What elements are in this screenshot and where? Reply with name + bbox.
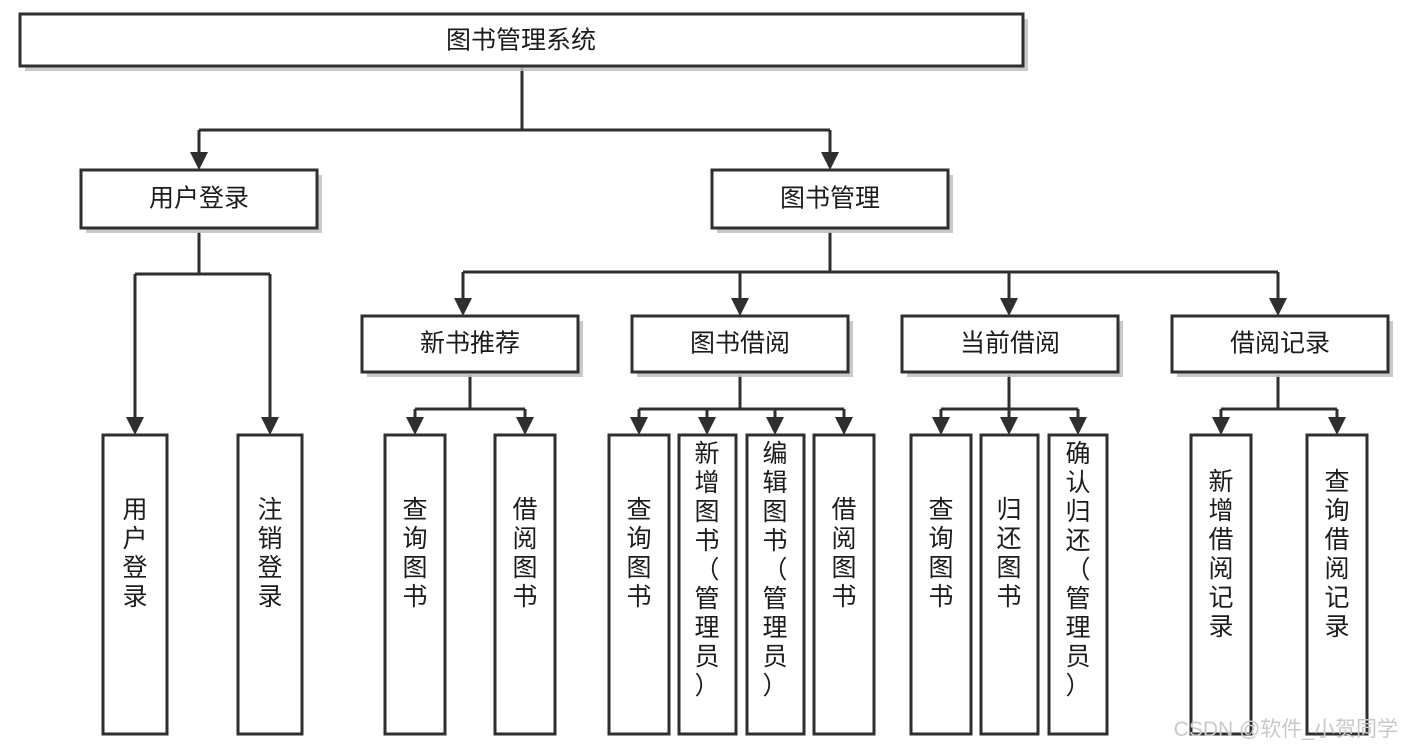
node-user-login-label: 用户登录	[149, 185, 249, 213]
node-leaf-rec-query-label: 查询图书	[402, 496, 427, 611]
node-leaf-borrow-lend-label: 借阅图书	[831, 496, 856, 611]
node-rect	[18, 12, 1025, 68]
node-user-login[interactable]: 用户登录	[79, 168, 322, 233]
node-rect	[630, 314, 850, 374]
node-rect	[1047, 433, 1109, 736]
node-rect	[79, 168, 319, 230]
node-leaf-rec-query[interactable]: 查询图书	[383, 433, 447, 736]
node-root[interactable]: 图书管理系统	[18, 12, 1028, 71]
node-leaf-cur-query-label: 查询图书	[928, 496, 953, 611]
node-book-borrow-label: 图书借阅	[690, 330, 790, 358]
node-leaf-rec-query2[interactable]: 查询借阅记录	[1305, 433, 1369, 736]
arrow-head-icon	[1212, 417, 1230, 435]
arrow-head-icon	[1269, 298, 1287, 316]
arrow-head-icon	[406, 417, 424, 435]
node-borrow-record[interactable]: 借阅记录	[1170, 314, 1393, 377]
node-leaf-borrow-edit[interactable]: 编辑图书（管理员）	[745, 433, 806, 736]
node-leaf-cur-confirm-label: 确认归还（管理员）	[1065, 440, 1090, 700]
node-current-borrow[interactable]: 当前借阅	[900, 314, 1123, 377]
node-leaf-borrow-query[interactable]: 查询图书	[607, 433, 671, 736]
node-leaf-rec-borrow[interactable]: 借阅图书	[493, 433, 557, 736]
arrow-head-icon	[261, 417, 279, 435]
node-leaf-rec-borrow-label: 借阅图书	[512, 496, 537, 611]
node-book-manage-label: 图书管理	[780, 185, 880, 213]
node-rect	[745, 433, 806, 736]
arrow-head-icon	[1069, 417, 1087, 435]
node-rect	[101, 433, 169, 736]
node-leaf-rec-add[interactable]: 新增借阅记录	[1189, 433, 1253, 736]
node-leaf-cur-query[interactable]: 查询图书	[909, 433, 973, 736]
node-leaf-rec-add-label: 新增借阅记录	[1208, 468, 1233, 641]
arrow-head-icon	[698, 417, 716, 435]
arrow-head-icon	[821, 152, 839, 170]
node-leaf-user-logout[interactable]: 注销登录	[236, 433, 304, 736]
node-book-manage[interactable]: 图书管理	[710, 168, 953, 233]
connector-layer	[126, 66, 1346, 435]
arrow-head-icon	[516, 417, 534, 435]
node-new-book-rec[interactable]: 新书推荐	[360, 314, 583, 377]
node-borrow-record-label: 借阅记录	[1230, 330, 1330, 358]
node-leaf-borrow-add[interactable]: 新增图书（管理员）	[677, 433, 738, 736]
arrow-head-icon	[126, 417, 144, 435]
node-new-book-rec-label: 新书推荐	[420, 330, 520, 358]
node-leaf-user-logout-label: 注销登录	[257, 496, 282, 611]
node-rect	[607, 433, 671, 736]
node-leaf-cur-return[interactable]: 归还图书	[979, 433, 1040, 736]
arrow-head-icon	[1328, 417, 1346, 435]
node-current-borrow-label: 当前借阅	[960, 330, 1060, 358]
node-rect	[979, 433, 1040, 736]
arrow-head-icon	[630, 417, 648, 435]
arrow-head-icon	[731, 298, 749, 316]
arrow-head-icon	[190, 152, 208, 170]
csdn-watermark: CSDN @软件_小贺同学	[1174, 718, 1398, 741]
node-rect	[1189, 433, 1253, 736]
node-leaf-user-login[interactable]: 用户登录	[101, 433, 169, 736]
node-rect	[236, 433, 304, 736]
node-book-borrow[interactable]: 图书借阅	[630, 314, 853, 377]
node-rect	[909, 433, 973, 736]
node-leaf-borrow-query-label: 查询图书	[626, 496, 651, 611]
node-root-label: 图书管理系统	[446, 27, 596, 55]
arrow-head-icon	[932, 417, 950, 435]
arrow-head-icon	[835, 417, 853, 435]
node-leaf-cur-confirm[interactable]: 确认归还（管理员）	[1047, 433, 1109, 736]
node-rect	[812, 433, 876, 736]
arrow-head-icon	[766, 417, 784, 435]
node-leaf-borrow-lend[interactable]: 借阅图书	[812, 433, 876, 736]
node-rect	[900, 314, 1120, 374]
node-rect	[493, 433, 557, 736]
node-rect	[677, 433, 738, 736]
node-rect	[1170, 314, 1390, 374]
arrow-head-icon	[454, 298, 472, 316]
node-rect	[1305, 433, 1369, 736]
node-leaf-borrow-add-label: 新增图书（管理员）	[694, 440, 719, 700]
node-rect	[710, 168, 950, 230]
node-leaf-borrow-edit-label: 编辑图书（管理员）	[762, 440, 787, 700]
arrow-head-icon	[1000, 298, 1018, 316]
node-leaf-rec-query2-label: 查询借阅记录	[1324, 468, 1349, 641]
arrow-head-icon	[1000, 417, 1018, 435]
node-leaf-cur-return-label: 归还图书	[996, 496, 1021, 611]
node-rect	[383, 433, 447, 736]
node-rect	[360, 314, 580, 374]
node-leaf-user-login-label: 用户登录	[122, 496, 147, 611]
